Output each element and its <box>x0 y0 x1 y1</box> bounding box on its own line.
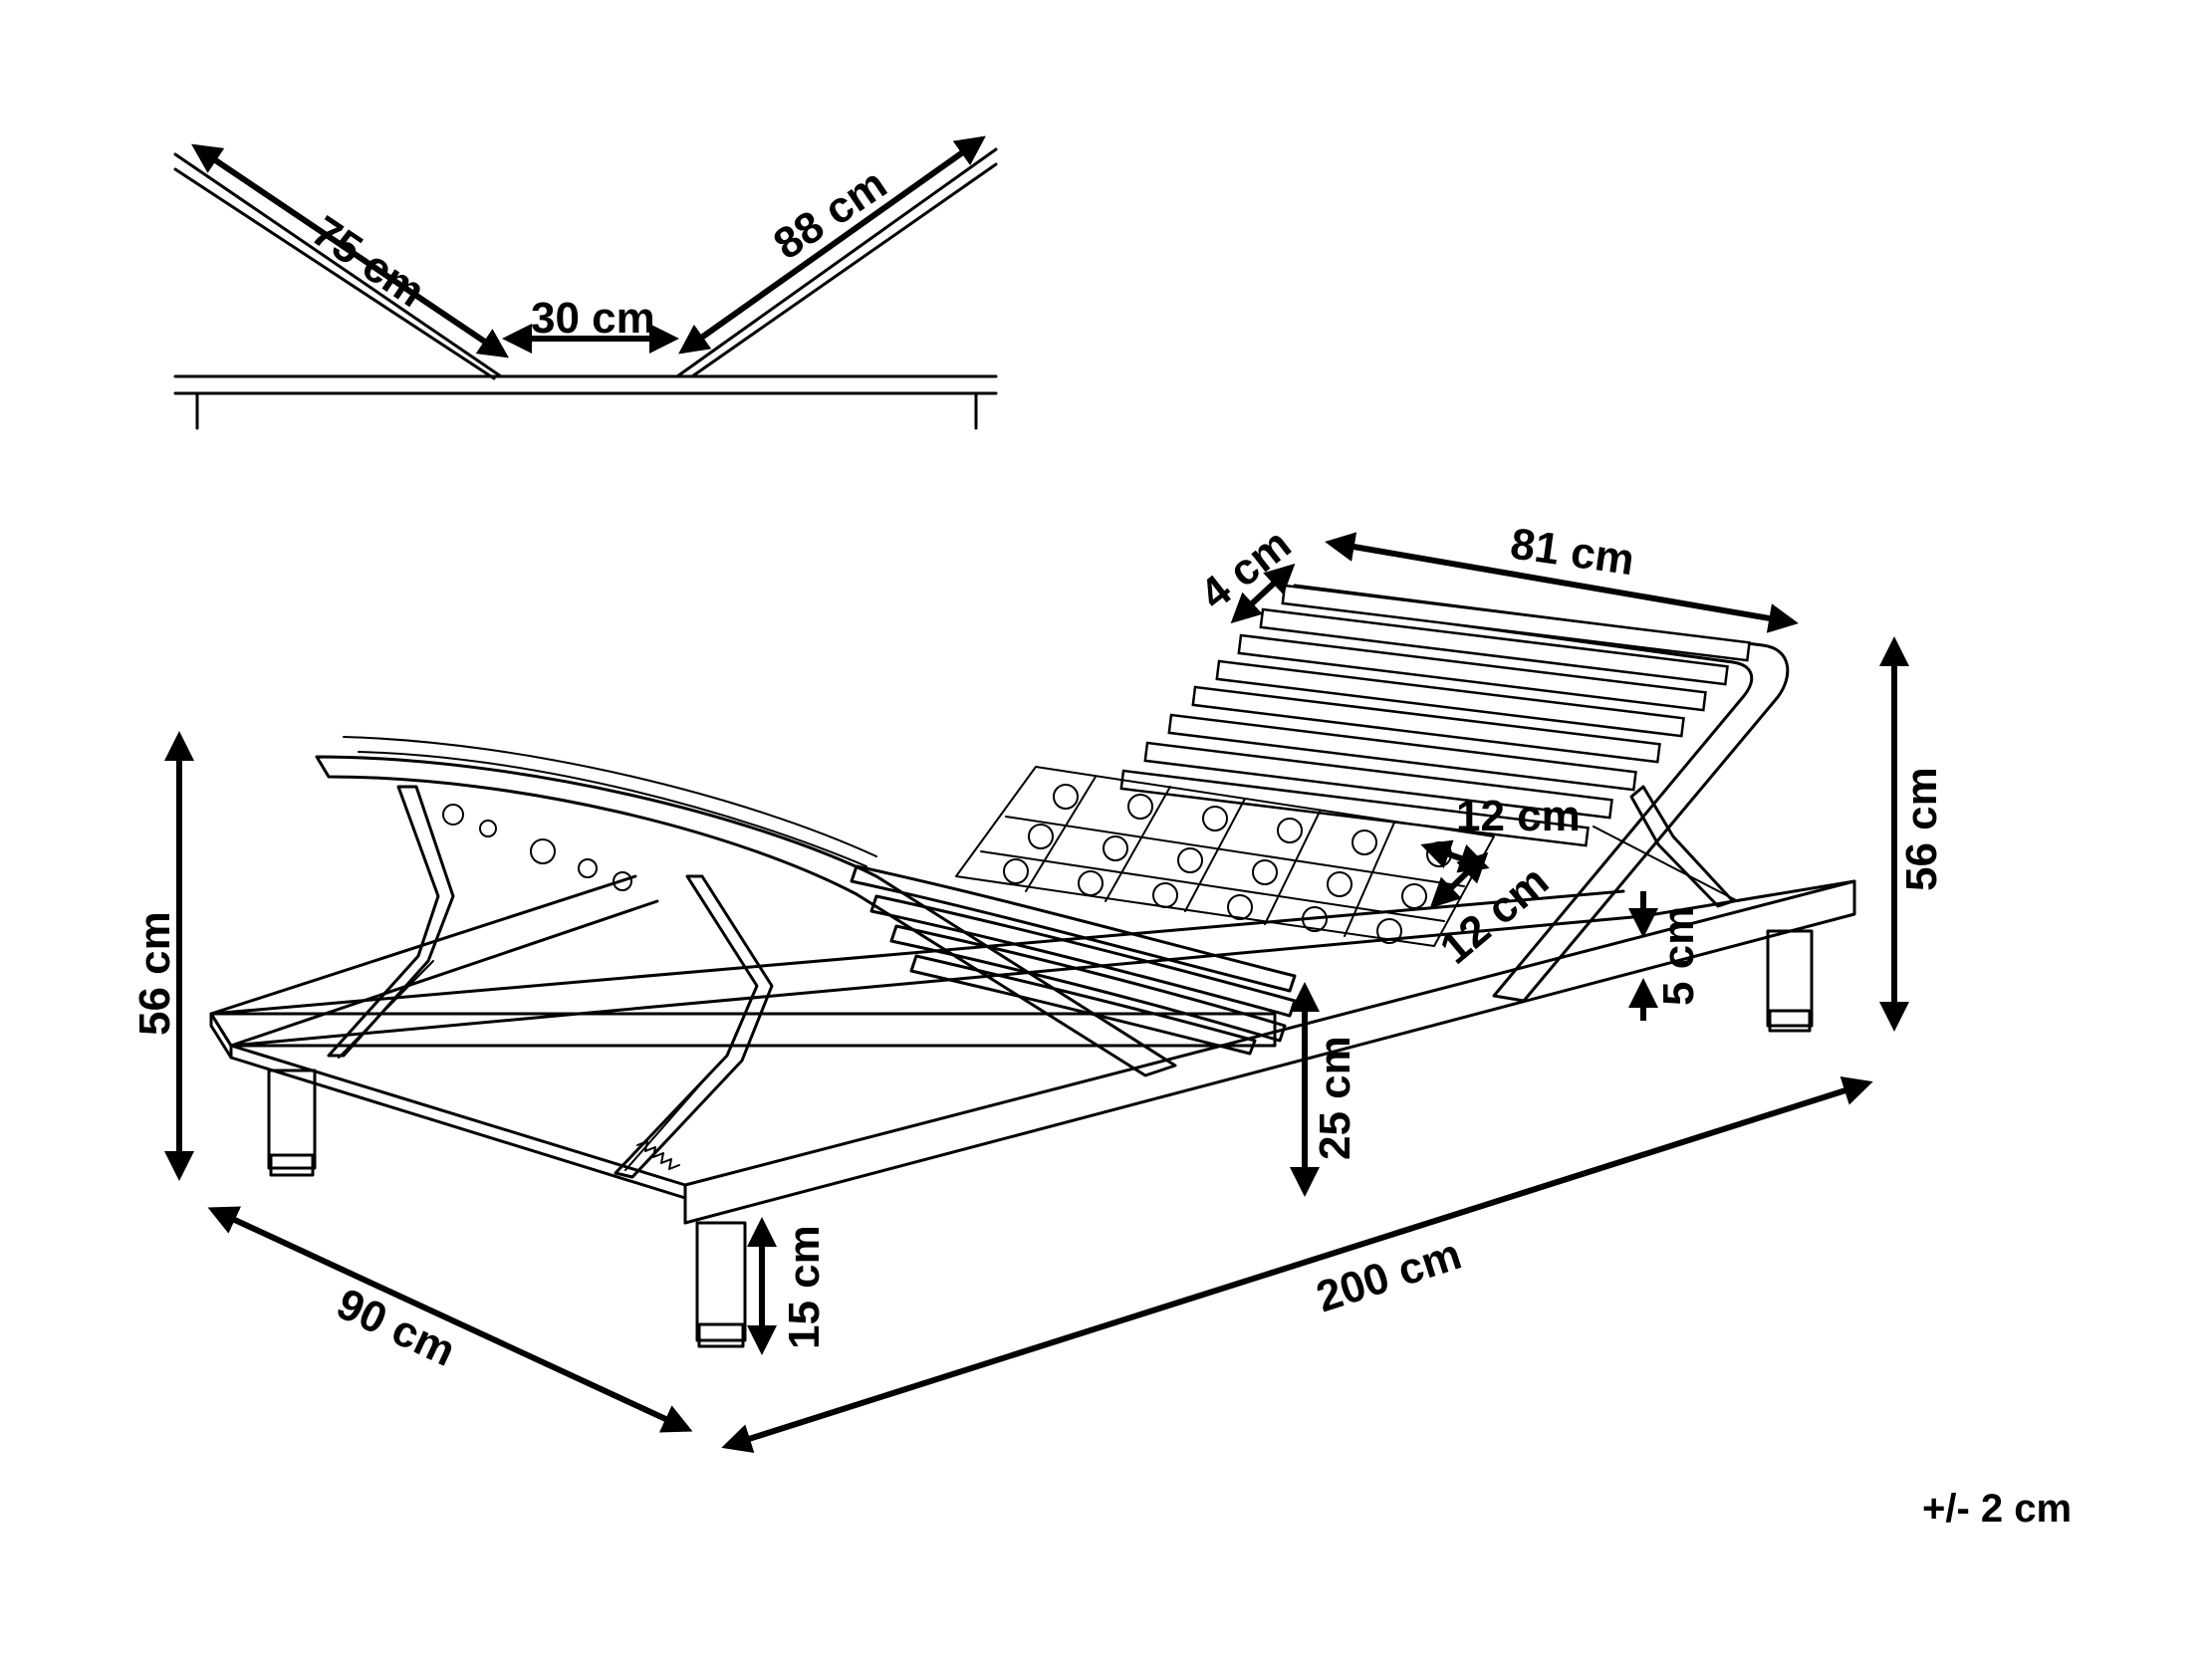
height-right-label: 56 cm <box>1897 767 1946 891</box>
length-arrow <box>721 1075 1873 1454</box>
head-length-81-arrow <box>1325 532 1799 633</box>
leg-length-arrow <box>678 135 986 355</box>
bed-frame <box>209 584 1856 1348</box>
spring-pad-depth-arrow <box>1429 851 1489 909</box>
profile-base-frame <box>173 374 998 430</box>
head-thickness-arrow <box>1230 563 1296 624</box>
dimension-annotations: 4 cm 81 cm 56 cm 56 cm 12 cm 12 cm 5 cm … <box>130 519 1946 1454</box>
frame-height-label: 5 cm <box>1654 906 1703 1006</box>
middle-slats <box>850 864 1297 1056</box>
leg-height-label: 15 cm <box>780 1225 829 1349</box>
leg-section <box>315 736 1177 1179</box>
length-label: 200 cm <box>1311 1230 1467 1322</box>
head-length-arrow <box>191 143 509 358</box>
middle-length-label: 30 cm <box>531 294 655 343</box>
leg-front-left <box>695 1221 747 1348</box>
spring-pad-width-label: 12 cm <box>1456 792 1581 840</box>
width-arrow <box>207 1206 693 1433</box>
deck-height-label: 25 cm <box>1311 1036 1359 1160</box>
head-length-label: 75 cm <box>303 207 433 317</box>
profile-sketch: 75 cm 88 cm 30 cm <box>173 135 998 430</box>
leg-back-right <box>1766 929 1814 1033</box>
tolerance-note: +/- 2 cm <box>1922 1487 2072 1531</box>
height-left-label: 56 cm <box>130 911 179 1036</box>
leg-back-left <box>267 1069 317 1177</box>
frame-rails <box>209 874 1856 1225</box>
head-section <box>850 584 1790 1056</box>
spring-pads <box>955 766 1495 947</box>
